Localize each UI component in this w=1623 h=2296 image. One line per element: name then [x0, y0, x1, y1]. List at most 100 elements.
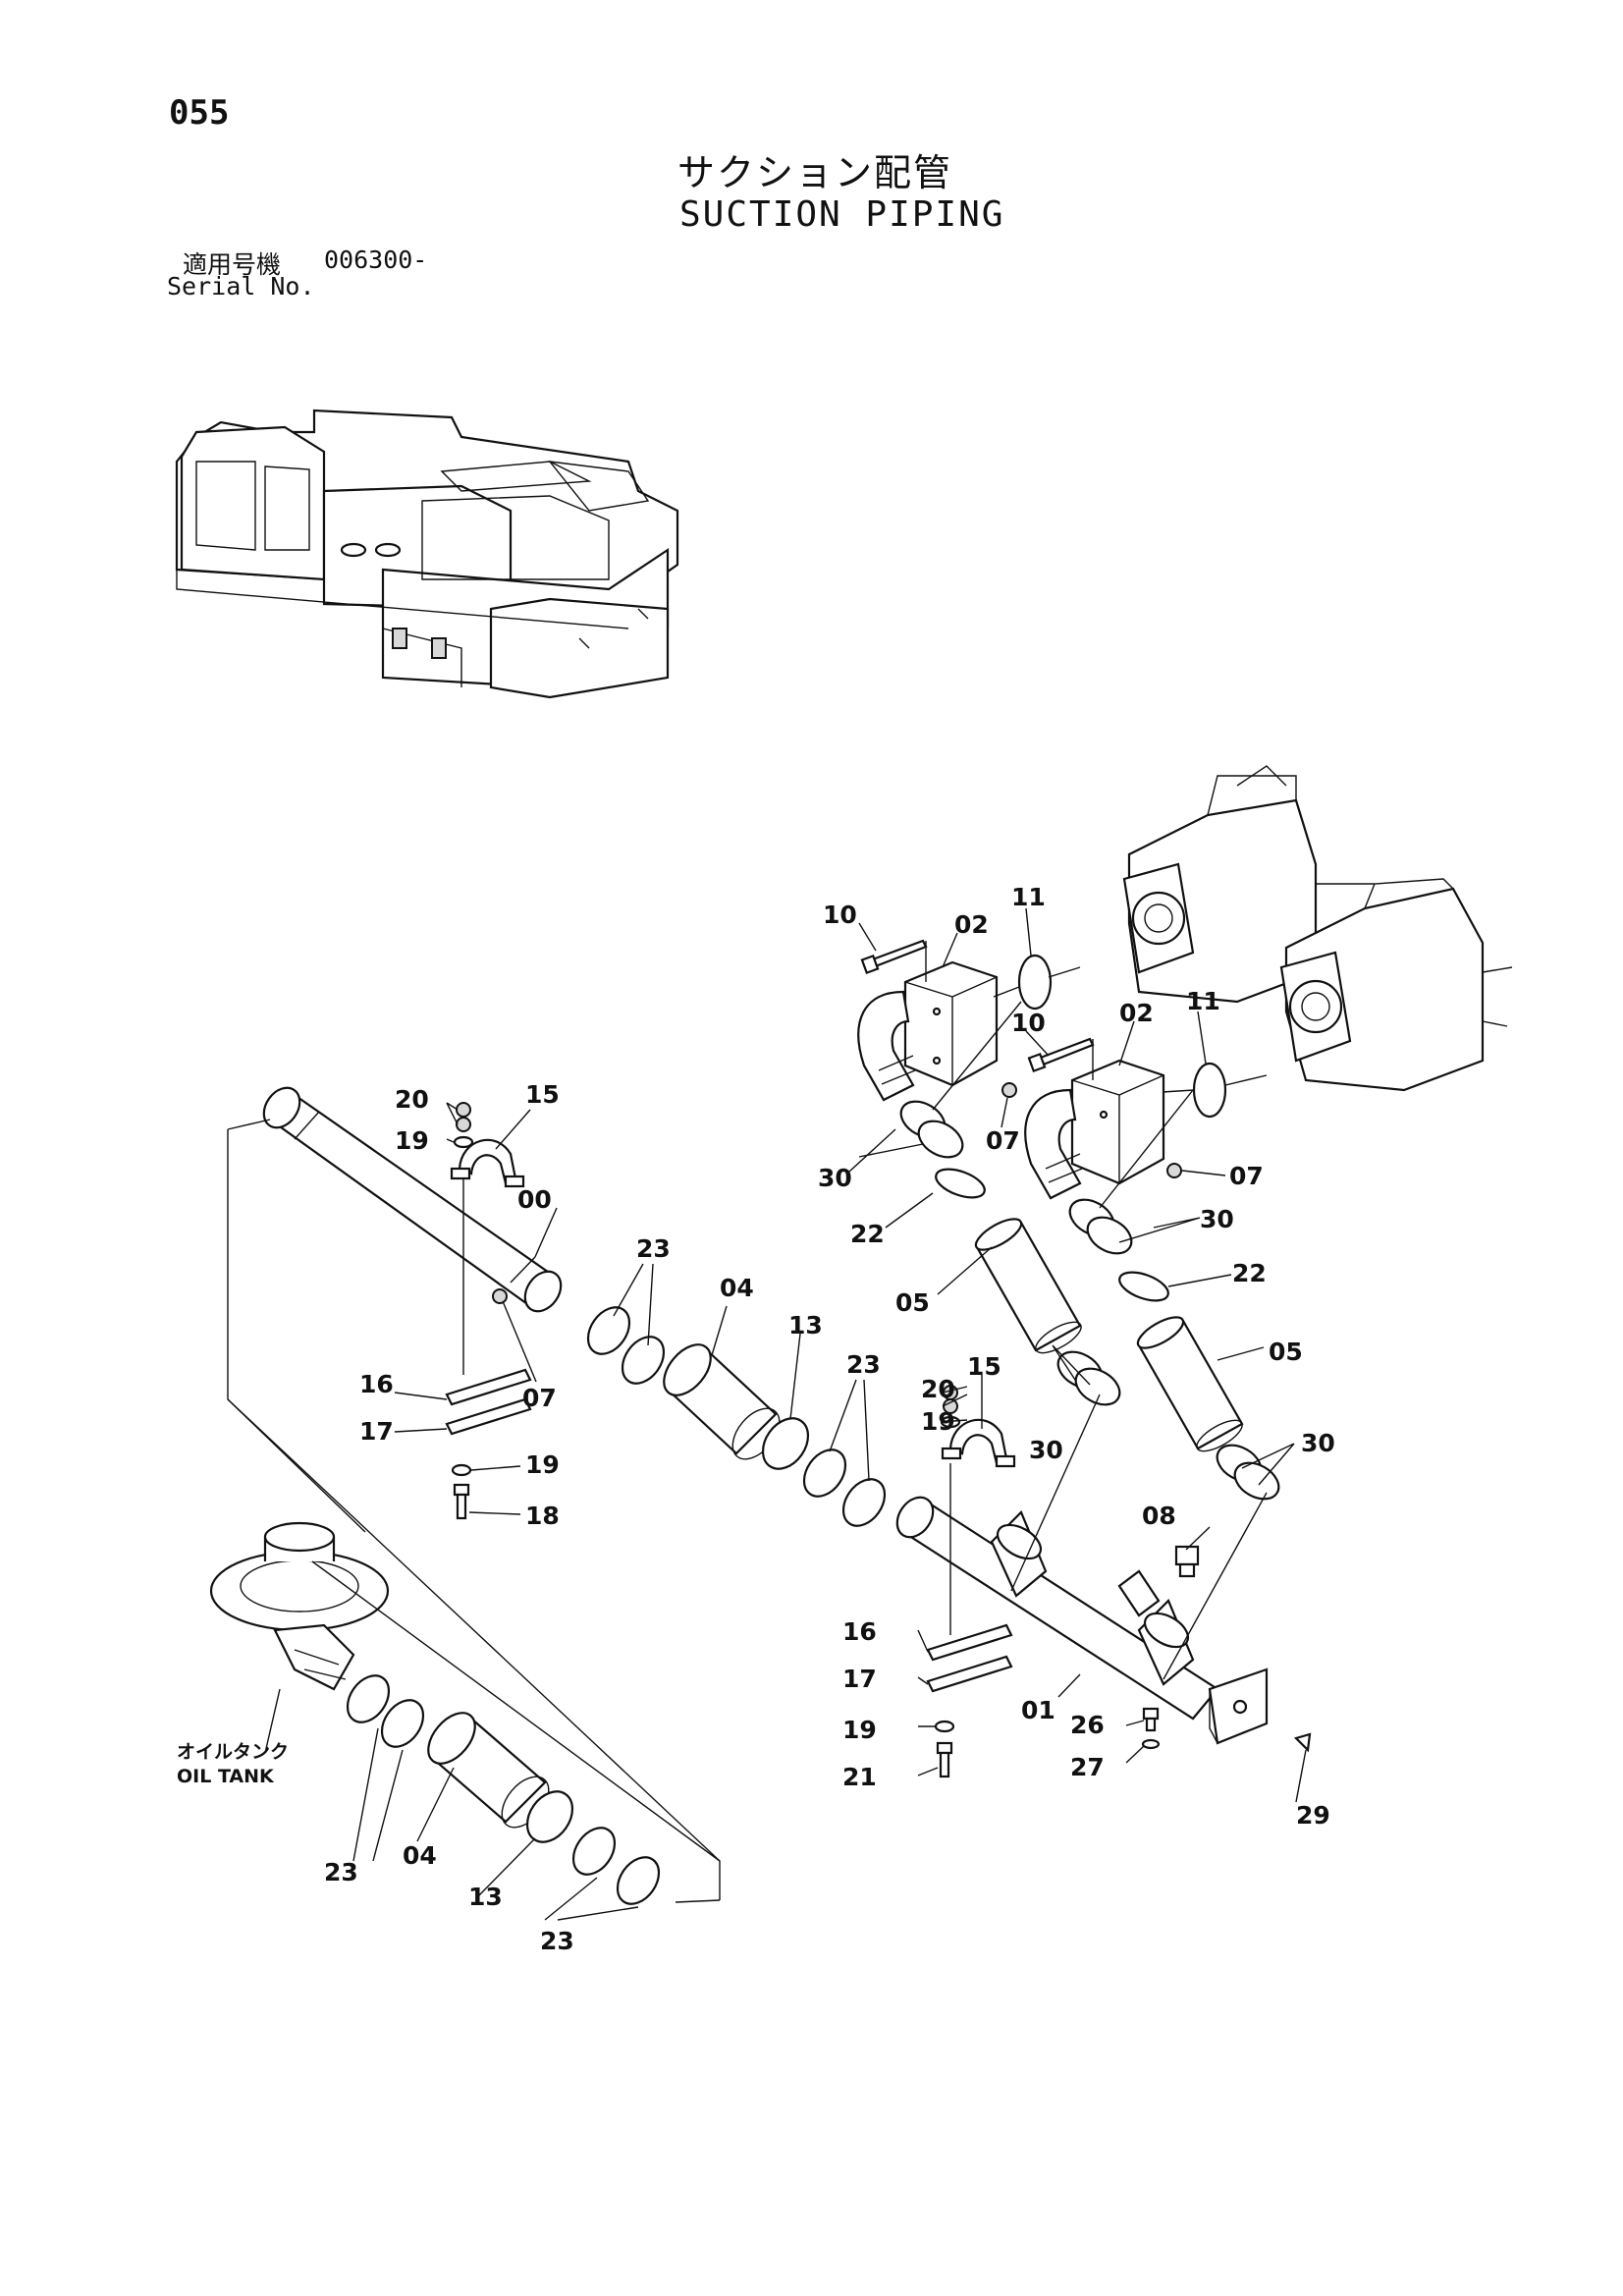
- hose-clamps-23-bottom: [571, 1827, 661, 1905]
- callout-16-upper: 16: [359, 1370, 394, 1398]
- hose-clamps-23-upper: [586, 1306, 666, 1385]
- oil-tank-label-english: OIL TANK: [177, 1766, 275, 1787]
- page-title-english: SUCTION PIPING: [679, 194, 1005, 235]
- flange-bolt-lower: [1027, 1037, 1095, 1073]
- hose-clamps-30-mid-left: [1056, 1350, 1121, 1406]
- callout-15-upper: 15: [525, 1080, 560, 1109]
- o-ring-lower: [1192, 1062, 1227, 1119]
- bolt-21: [936, 1741, 953, 1778]
- pipe-clip-15-upper: [450, 1138, 525, 1188]
- callout-02-upper: 02: [954, 910, 989, 939]
- callout-23-oil-tank: 23: [324, 1858, 358, 1886]
- callout-13-lower: 13: [468, 1883, 503, 1911]
- hose-clamps-30-lower: [1068, 1198, 1133, 1255]
- callout-21: 21: [842, 1763, 877, 1791]
- callout-01: 01: [1021, 1696, 1055, 1724]
- hose-04-lower: [427, 1712, 550, 1829]
- callout-04-lower: 04: [403, 1841, 437, 1870]
- hydraulic-pump-lower: [1279, 878, 1513, 1092]
- callout-22-lower: 22: [1232, 1259, 1267, 1287]
- suction-pipe-00: [262, 1086, 563, 1313]
- callout-10-lower: 10: [1011, 1009, 1046, 1037]
- callout-23-bottom: 23: [540, 1927, 574, 1955]
- oil-tank-pointer: [264, 1688, 281, 1754]
- bolt-26: [1142, 1707, 1160, 1732]
- callout-19-upper: 19: [395, 1126, 429, 1155]
- leader-lines: [352, 907, 1307, 1921]
- callout-08: 08: [1142, 1502, 1176, 1530]
- callout-07-lower: 07: [1229, 1162, 1264, 1190]
- callout-19-lower-left: 19: [525, 1450, 560, 1479]
- callout-26: 26: [1070, 1711, 1105, 1739]
- bolt-18: [453, 1483, 470, 1520]
- pipe-clip-15-lower: [941, 1418, 1016, 1468]
- suction-flange-lower: [1024, 1059, 1165, 1200]
- washer-19-lower-right: [934, 1720, 955, 1733]
- serial-number-value: 006300-: [324, 246, 428, 274]
- ring-22-lower: [1118, 1271, 1169, 1302]
- callout-22-upper: 22: [850, 1220, 885, 1248]
- plates-16-17-lower: [926, 1623, 1013, 1693]
- callout-23-mid: 23: [846, 1350, 881, 1379]
- page-number: 055: [169, 93, 230, 133]
- callout-30-mid-right: 30: [1301, 1429, 1335, 1457]
- washer-27: [1141, 1738, 1161, 1750]
- callout-19-mid: 19: [921, 1407, 955, 1436]
- callout-02-lower: 02: [1119, 999, 1154, 1027]
- callout-30-mid-left: 30: [1029, 1436, 1063, 1464]
- ring-22-upper: [935, 1168, 986, 1199]
- hydraulic-pump-upper: [1122, 765, 1376, 1004]
- hose-clamps-23-mid: [802, 1449, 887, 1527]
- plates-16-17-upper: [445, 1368, 532, 1436]
- callout-30-upper: 30: [818, 1164, 852, 1192]
- page-title-japanese: サクション配管: [677, 151, 953, 194]
- callout-07-main: 07: [522, 1384, 557, 1412]
- excavator-overview-illustration: [175, 409, 679, 699]
- callout-10-upper: 10: [823, 901, 857, 929]
- o-ring-upper: [1017, 954, 1053, 1011]
- callout-04-upper: 04: [720, 1274, 754, 1302]
- callout-29: 29: [1296, 1801, 1330, 1830]
- plug-08: [1174, 1545, 1200, 1578]
- hose-05-lower: [1136, 1316, 1244, 1452]
- nut-07-upper: [1001, 1082, 1017, 1098]
- rubber-29: [1293, 1732, 1312, 1753]
- callout-17-lower: 17: [842, 1665, 877, 1693]
- oil-tank-port: [209, 1521, 390, 1691]
- callout-20-upper: 20: [395, 1085, 429, 1114]
- bracket-assembly: [1208, 1667, 1269, 1745]
- callout-30-lower: 30: [1200, 1205, 1234, 1233]
- oil-tank-label-japanese: オイルタンク: [177, 1741, 289, 1763]
- callout-20-lower: 20: [921, 1375, 955, 1403]
- callout-18: 18: [525, 1502, 560, 1530]
- callout-05-lower: 05: [1269, 1338, 1303, 1366]
- callout-23-upper: 23: [636, 1234, 671, 1263]
- serial-label-english: Serial No.: [167, 272, 315, 301]
- callout-labels: 00 01 02 02 04 04 05 05 07 07 07 08 10 1…: [177, 883, 1335, 1955]
- washer-19-lower-left: [451, 1463, 472, 1477]
- flange-bolt-upper: [860, 939, 928, 975]
- callout-17-upper: 17: [359, 1417, 394, 1446]
- callout-27: 27: [1070, 1753, 1105, 1781]
- hose-clamps-23-oil-tank: [346, 1674, 425, 1748]
- callout-05-upper: 05: [895, 1288, 930, 1317]
- suction-manifold-01: [895, 1496, 1219, 1721]
- hose-clamps-30-upper: [899, 1100, 964, 1159]
- callout-07-upper: 07: [986, 1126, 1020, 1155]
- serial-label-japanese: 適用号機: [183, 250, 282, 279]
- callout-13-upper: 13: [788, 1311, 823, 1339]
- ring-13-upper: [761, 1417, 810, 1470]
- nut-07-lower: [1166, 1163, 1182, 1178]
- nut-07-main: [492, 1288, 508, 1304]
- hose-05-upper: [974, 1218, 1082, 1354]
- callout-00: 00: [517, 1185, 552, 1214]
- callout-19-lower-right: 19: [842, 1716, 877, 1744]
- assembly-boundary-lines: [227, 1001, 1268, 1903]
- suction-flange-upper: [857, 960, 999, 1102]
- callout-11-lower: 11: [1186, 987, 1220, 1015]
- callout-16-lower: 16: [842, 1617, 877, 1646]
- callout-11-upper: 11: [1011, 883, 1046, 911]
- hose-clamps-30-mid-right: [1216, 1444, 1280, 1501]
